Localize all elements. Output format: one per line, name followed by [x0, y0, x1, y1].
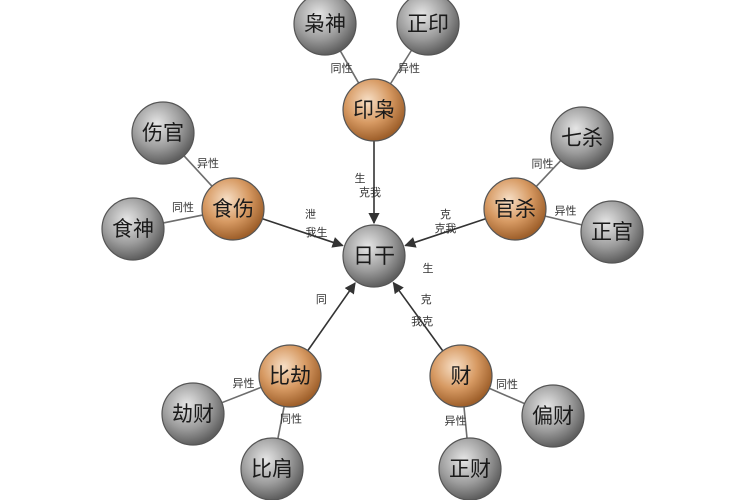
secondary-node-label: 伤官: [142, 121, 184, 145]
extra-label: 生: [423, 261, 434, 275]
relation-label: 同性: [280, 412, 302, 426]
relation-line: [463, 406, 468, 439]
secondary-node-label: 七杀: [561, 126, 603, 150]
relation-label: 异性: [197, 156, 219, 170]
relation-label: 同性: [532, 157, 554, 171]
flow-arrow: [392, 281, 444, 352]
relation-line: [163, 214, 203, 224]
primary-node-guansha-circle: [483, 177, 547, 241]
relation-line: [544, 215, 583, 226]
secondary-node-label: 食神: [112, 217, 154, 241]
flow-sublabel: 我克: [411, 315, 433, 328]
flow-sublabel: 克我: [434, 222, 456, 235]
secondary-node: 伤官: [131, 101, 195, 165]
secondary-node: 比肩: [240, 437, 304, 500]
primary-node-shishang-circle: [201, 177, 265, 241]
secondary-node-label: 正财: [449, 457, 491, 481]
secondary-node: 正财: [438, 437, 502, 500]
relation-line: [221, 386, 262, 404]
relation-line: [183, 155, 213, 187]
relation-line: [489, 387, 525, 405]
relation-label: 异性: [445, 414, 467, 428]
primary-node-bijie-circle: [258, 344, 322, 408]
secondary-node-circle: [550, 106, 614, 170]
flow-arrow: [307, 282, 356, 352]
flow-label: 克: [421, 293, 432, 306]
relation-label: 异性: [398, 61, 420, 75]
secondary-node: 枭神: [293, 0, 357, 56]
secondary-node: 正印: [396, 0, 460, 56]
secondary-node-circle: [101, 197, 165, 261]
primary-node-bijie: 比劫: [258, 344, 322, 408]
primary-node-yin-circle: [342, 78, 406, 142]
relation-label: 同性: [496, 377, 518, 391]
primary-node-guansha: 官杀: [483, 177, 547, 241]
secondary-node-circle: [161, 382, 225, 446]
secondary-node: 正官: [580, 200, 644, 264]
secondary-node-circle: [438, 437, 502, 500]
relation-line: [277, 406, 285, 439]
secondary-node: 七杀: [550, 106, 614, 170]
relation-label: 同性: [331, 61, 353, 75]
center-node-circle: [342, 224, 406, 288]
primary-node-bijie-label: 比劫: [269, 364, 311, 388]
primary-node-yin: 印枭: [342, 78, 406, 142]
secondary-node-circle: [521, 384, 585, 448]
primary-node-shishang-label: 食伤: [212, 197, 254, 221]
secondary-node-circle: [293, 0, 357, 56]
flow-label: 生: [355, 171, 366, 185]
primary-node-yin-label: 印枭: [353, 98, 395, 122]
flow-arrow: [262, 218, 344, 248]
secondary-node-label: 枭神: [304, 12, 346, 36]
primary-node-cai-circle: [429, 344, 493, 408]
secondary-node-circle: [580, 200, 644, 264]
relation-line: [535, 159, 562, 188]
secondary-node: 劫财: [161, 382, 225, 446]
flow-sublabel: 克我: [359, 186, 381, 199]
relation-label: 异性: [555, 204, 577, 218]
primary-node-guansha-label: 官杀: [494, 197, 536, 221]
secondary-node-label: 偏财: [532, 404, 574, 428]
secondary-node-circle: [131, 101, 195, 165]
relation-label: 异性: [233, 376, 255, 390]
secondary-node-label: 正印: [407, 12, 449, 36]
center-node-label: 日干: [353, 244, 395, 268]
flow-label: 泄: [305, 208, 316, 221]
primary-node-cai-label: 财: [451, 364, 472, 388]
primary-node-cai: 财: [429, 344, 493, 408]
secondary-node: 食神: [101, 197, 165, 261]
flow-sublabel: 我生: [306, 225, 328, 239]
relation-label: 同性: [172, 200, 194, 214]
center-node: 日干: [342, 224, 406, 288]
secondary-node-circle: [240, 437, 304, 500]
relation-line: [389, 49, 413, 85]
secondary-node-label: 比肩: [251, 457, 293, 481]
flow-arrow: [404, 218, 486, 248]
primary-node-shishang: 食伤: [201, 177, 265, 241]
relation-line: [339, 50, 360, 84]
secondary-node-circle: [396, 0, 460, 56]
secondary-node-label: 正官: [591, 220, 633, 244]
secondary-node: 偏财: [521, 384, 585, 448]
flow-label: 同: [316, 293, 327, 306]
flow-label: 克: [440, 208, 451, 221]
secondary-node-label: 劫财: [172, 402, 214, 426]
